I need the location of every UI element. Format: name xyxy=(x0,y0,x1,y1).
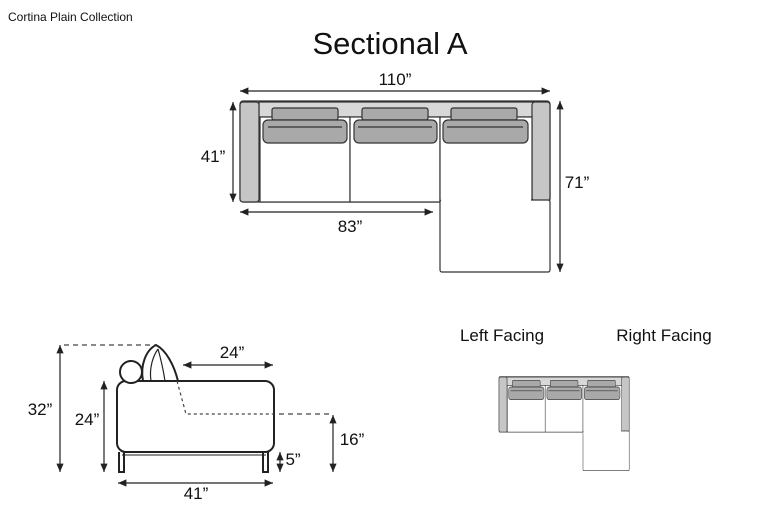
right-facing-thumbnail xyxy=(498,376,630,471)
overall-width-label: 110” xyxy=(378,70,412,89)
seat-height-label: 16” xyxy=(339,430,365,449)
collection-name: Cortina Plain Collection xyxy=(8,10,133,24)
seat-depth-label: 24” xyxy=(219,343,245,362)
leg-height-label: 5” xyxy=(285,450,301,469)
chaise-length-label: 71” xyxy=(564,173,590,192)
page-title: Sectional A xyxy=(312,26,468,61)
sectional-top-view xyxy=(239,100,551,273)
arm-height-label: 24” xyxy=(74,410,100,429)
side-depth-label: 41” xyxy=(183,484,209,503)
back-cushion xyxy=(141,343,180,382)
right-facing-label: Right Facing xyxy=(616,326,712,345)
sectional-side-view xyxy=(116,343,275,473)
overall-height-label: 32” xyxy=(27,400,53,419)
sofa-width-label: 83” xyxy=(337,217,363,236)
pillow-icon xyxy=(119,360,143,384)
left-facing-label: Left Facing xyxy=(459,326,545,345)
depth-label: 41” xyxy=(200,147,226,166)
